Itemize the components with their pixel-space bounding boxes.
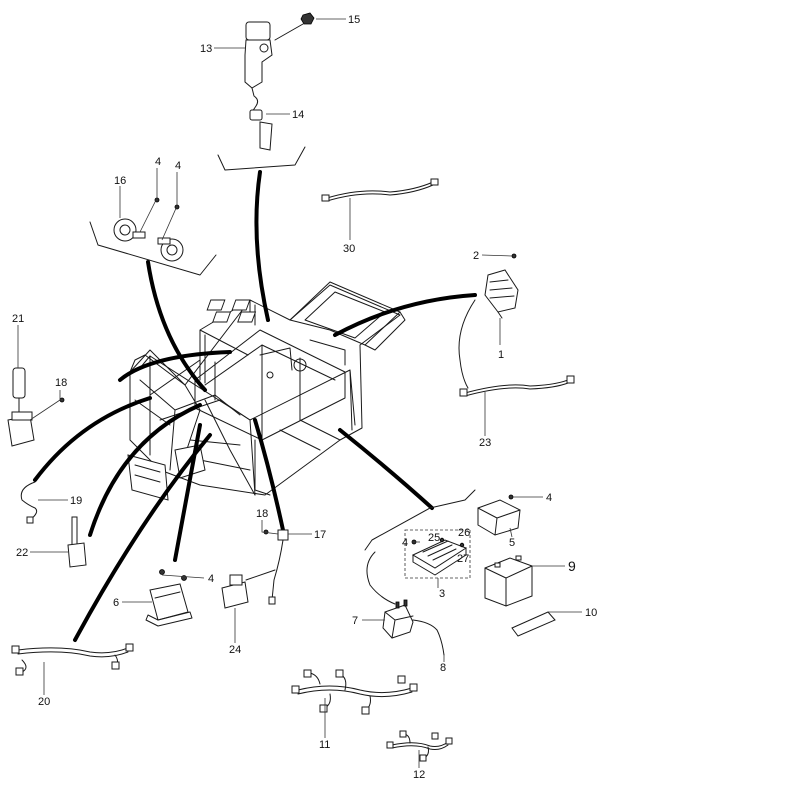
- callout-8: 8: [440, 662, 446, 674]
- callout-1: 1: [498, 349, 504, 361]
- starter-relay-7: [366, 551, 414, 639]
- callout-17: 17: [314, 529, 326, 541]
- callout-9: 9: [568, 558, 576, 574]
- callout-25: 25: [428, 532, 440, 544]
- callout-18a: 18: [55, 377, 67, 389]
- harness-20: [11, 643, 134, 676]
- fuse-box-3: [404, 529, 471, 579]
- callout-16: 16: [114, 175, 126, 187]
- callout-labels: 1 2 3 4 4 4 4 4 5 6 7 8 9 10 11 12 13 14…: [12, 14, 597, 781]
- battery-9: [484, 555, 533, 607]
- wire-to-23: [458, 299, 476, 389]
- leader-lines: [17, 18, 582, 768]
- callout-23: 23: [479, 437, 491, 449]
- cable-30: [321, 178, 439, 202]
- cdi-unit-6: [145, 569, 193, 627]
- sensor-22: [67, 516, 87, 568]
- callout-30: 30: [343, 243, 355, 255]
- wire-19: [20, 481, 38, 524]
- relay-24: [221, 569, 276, 609]
- cable-23: [459, 375, 575, 397]
- callout-20: 20: [38, 696, 50, 708]
- callout-15: 15: [348, 14, 360, 26]
- strap-10: [511, 611, 556, 637]
- callout-4c: 4: [208, 573, 214, 585]
- sensor-17: [263, 529, 289, 605]
- component-5: [477, 494, 521, 536]
- callout-26: 26: [458, 527, 470, 539]
- spark-plug-cap-14: [249, 109, 273, 151]
- callout-7: 7: [352, 615, 358, 627]
- ignition-coil-13: [244, 21, 273, 113]
- harness-12: [386, 730, 453, 762]
- callout-5: 5: [509, 537, 515, 549]
- callout-14: 14: [292, 109, 304, 121]
- callout-4b: 4: [175, 160, 181, 172]
- callout-13: 13: [200, 43, 212, 55]
- callout-4d: 4: [402, 537, 408, 549]
- assembly-connector-lines: [33, 170, 477, 642]
- callout-27: 27: [457, 553, 469, 565]
- callout-24: 24: [229, 644, 241, 656]
- horn-16: [113, 197, 184, 262]
- harness-11: [291, 669, 418, 715]
- callout-22: 22: [16, 547, 28, 559]
- wire-8: [412, 619, 445, 656]
- callout-6: 6: [113, 597, 119, 609]
- callout-11: 11: [319, 739, 330, 751]
- switch-21: [7, 367, 65, 447]
- detail-brackets: [89, 146, 476, 551]
- callout-21: 21: [12, 313, 24, 325]
- callout-10: 10: [585, 607, 597, 619]
- callout-4e: 4: [546, 492, 552, 504]
- bolt-15: [274, 12, 315, 41]
- regulator-1: [484, 253, 519, 319]
- callout-2: 2: [473, 250, 479, 262]
- callout-4a: 4: [155, 156, 161, 168]
- callout-19: 19: [70, 495, 82, 507]
- callout-3: 3: [439, 588, 445, 600]
- callout-12: 12: [413, 769, 425, 781]
- callout-18b: 18: [256, 508, 268, 520]
